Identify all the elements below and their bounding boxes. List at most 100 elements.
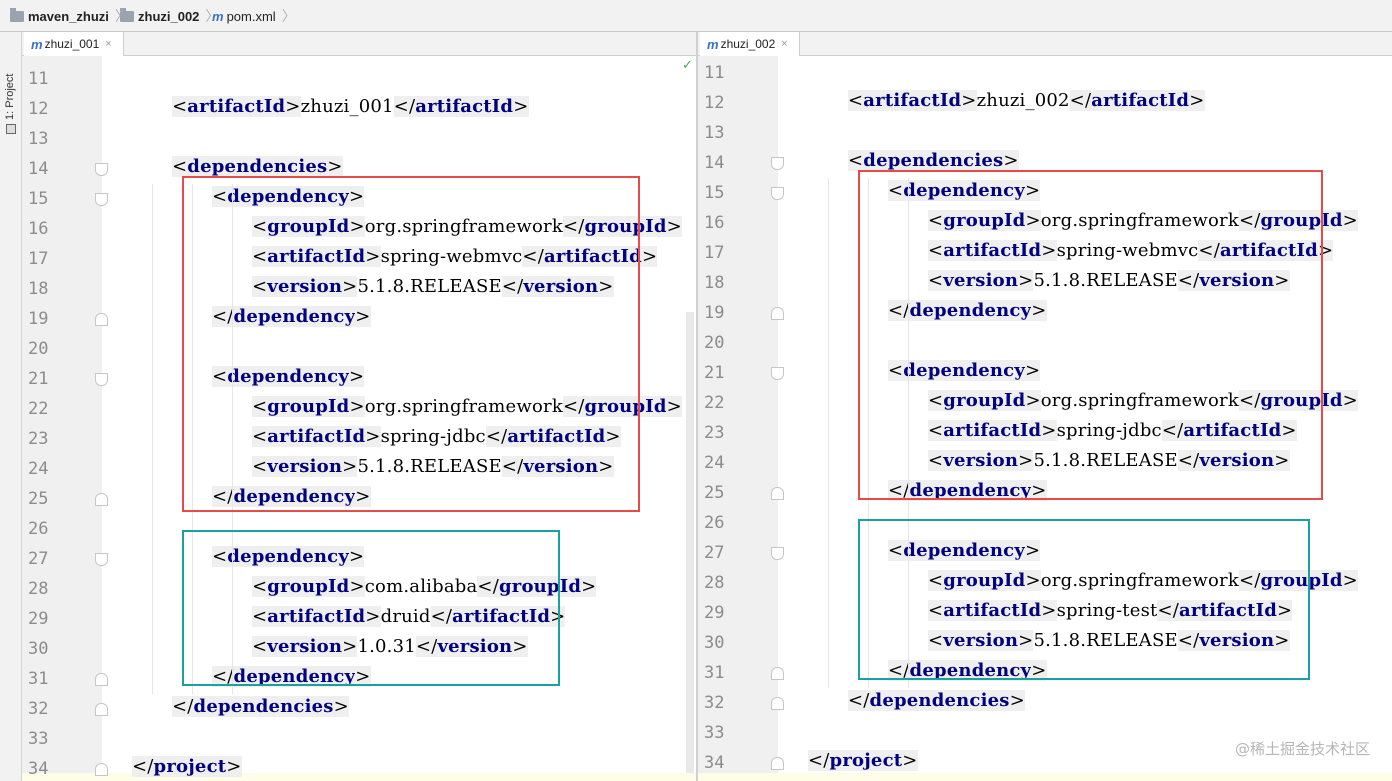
code-line[interactable]: 26: [22, 514, 696, 544]
fold-marker-icon[interactable]: [771, 367, 784, 380]
code-line[interactable]: 15<dependency>: [698, 178, 1392, 208]
module-folder-icon: [10, 7, 24, 22]
fold-marker-icon[interactable]: [95, 763, 108, 776]
code-line[interactable]: 11: [698, 58, 1392, 88]
code-line[interactable]: 30<version>1.0.31</version>: [22, 634, 696, 664]
code-line[interactable]: 14<dependencies>: [698, 148, 1392, 178]
code-line[interactable]: 30<version>5.1.8.RELEASE</version>: [698, 628, 1392, 658]
code-line[interactable]: 20: [22, 334, 696, 364]
code-line[interactable]: 31</dependency>: [698, 658, 1392, 688]
fold-marker-icon[interactable]: [95, 163, 108, 176]
code-line[interactable]: 19</dependency>: [698, 298, 1392, 328]
inspection-ok-icon[interactable]: ✓: [682, 58, 693, 73]
fold-marker-icon[interactable]: [771, 187, 784, 200]
code-line[interactable]: 23<artifactId>spring-jdbc</artifactId>: [698, 418, 1392, 448]
code-line[interactable]: 24<version>5.1.8.RELEASE</version>: [22, 454, 696, 484]
fold-marker-icon[interactable]: [771, 667, 784, 680]
code-line[interactable]: 21 <dependency>: [698, 358, 1392, 388]
code-line[interactable]: 11: [22, 64, 696, 94]
line-number: 26: [704, 513, 725, 533]
xml-tag-name: artifactId: [1179, 600, 1278, 621]
code-line[interactable]: 17<artifactId>spring-webmvc</artifactId>: [698, 238, 1392, 268]
breadcrumb-item-pom-xml[interactable]: m pom.xml 〉: [212, 8, 296, 24]
fold-marker-icon[interactable]: [771, 307, 784, 320]
line-number: 13: [28, 129, 49, 149]
code-text: <dependency>: [888, 360, 1041, 384]
line-number: 24: [704, 453, 725, 473]
close-icon[interactable]: ×: [105, 38, 112, 50]
code-line[interactable]: 15<dependency>: [22, 184, 696, 214]
fold-marker-icon[interactable]: [95, 373, 108, 386]
code-line[interactable]: 25</dependency>: [22, 484, 696, 514]
line-number: 16: [28, 219, 49, 239]
breadcrumb-item-maven-zhuzi[interactable]: maven_zhuzi 〉: [10, 6, 129, 26]
fold-marker-icon[interactable]: [771, 757, 784, 770]
fold-marker-icon[interactable]: [771, 157, 784, 170]
code-line[interactable]: 34</project>: [22, 754, 696, 781]
code-line[interactable]: 32</dependencies>: [22, 694, 696, 724]
code-line[interactable]: 19</dependency>: [22, 304, 696, 334]
code-line[interactable]: 27<dependency>: [22, 544, 696, 574]
breadcrumb-item-zhuzi-002[interactable]: zhuzi_002 〉: [120, 6, 219, 26]
code-line[interactable]: 29<artifactId>druid</artifactId>: [22, 604, 696, 634]
code-line[interactable]: 31</dependency>: [22, 664, 696, 694]
code-line[interactable]: 23<artifactId>spring-jdbc</artifactId>: [22, 424, 696, 454]
code-line[interactable]: 28<groupId>com.alibaba</groupId>: [22, 574, 696, 604]
code-area[interactable]: [778, 56, 1392, 781]
code-text: <version>5.1.8.RELEASE</version>: [252, 456, 614, 480]
code-text: </project>: [132, 756, 242, 780]
code-line[interactable]: 12<artifactId>zhuzi_001</artifactId>: [22, 94, 696, 124]
line-number: 21: [704, 363, 725, 383]
vertical-scrollbar[interactable]: [686, 312, 694, 781]
splitter[interactable]: [696, 32, 698, 781]
xml-tag-name: version: [523, 456, 599, 477]
code-line[interactable]: 16<groupId>org.springframework</groupId>: [22, 214, 696, 244]
xml-text: druid: [380, 606, 431, 627]
fold-marker-icon[interactable]: [771, 547, 784, 560]
fold-marker-icon[interactable]: [95, 553, 108, 566]
code-line[interactable]: 22<groupId>org.springframework</groupId>: [22, 394, 696, 424]
code-line[interactable]: 13: [22, 124, 696, 154]
fold-marker-icon[interactable]: [95, 673, 108, 686]
code-line[interactable]: 21<dependency>: [22, 364, 696, 394]
code-line[interactable]: 13: [698, 118, 1392, 148]
xml-bracket: >: [598, 276, 614, 297]
code-line[interactable]: 34</project>: [698, 748, 1392, 778]
code-line[interactable]: 27<dependency>: [698, 538, 1392, 568]
code-line[interactable]: 12<artifactId>zhuzi_002</artifactId>: [698, 88, 1392, 118]
fold-marker-icon[interactable]: [95, 703, 108, 716]
code-line[interactable]: 26: [698, 508, 1392, 538]
close-icon[interactable]: ×: [781, 38, 788, 50]
code-line[interactable]: 18<version>5.1.8.RELEASE</version>: [22, 274, 696, 304]
code-line[interactable]: 18<version>5.1.8.RELEASE</version>: [698, 268, 1392, 298]
tab-zhuzi-002[interactable]: m zhuzi_002 ×: [700, 32, 800, 56]
fold-marker-icon[interactable]: [95, 193, 108, 206]
fold-marker-icon[interactable]: [771, 697, 784, 710]
code-line[interactable]: 20: [698, 328, 1392, 358]
xml-tag-name: version: [523, 276, 599, 297]
xml-bracket: >: [1003, 150, 1019, 171]
code-line[interactable]: 33: [698, 718, 1392, 748]
code-line[interactable]: 14<dependencies>: [22, 154, 696, 184]
fold-marker-icon[interactable]: [95, 493, 108, 506]
code-text: </dependencies>: [848, 690, 1025, 714]
tab-zhuzi-001[interactable]: m zhuzi_001 ×: [24, 32, 124, 56]
code-line[interactable]: 33: [22, 724, 696, 754]
code-text: <artifactId>spring-webmvc</artifactId>: [928, 240, 1334, 264]
fold-marker-icon[interactable]: [771, 487, 784, 500]
xml-tag-name: version: [943, 270, 1019, 291]
code-line[interactable]: 29<artifactId>spring-test</artifactId>: [698, 598, 1392, 628]
xml-bracket: >: [1274, 630, 1290, 651]
code-line[interactable]: 24<version>5.1.8.RELEASE</version>: [698, 448, 1392, 478]
code-line[interactable]: 25</dependency>: [698, 478, 1392, 508]
code-line[interactable]: 32</dependencies>: [698, 688, 1392, 718]
project-tool-button[interactable]: 1: Project: [4, 73, 16, 120]
xml-bracket: <: [252, 636, 268, 657]
xml-bracket: <: [212, 546, 228, 567]
indent-guide: [868, 178, 869, 688]
fold-marker-icon[interactable]: [95, 313, 108, 326]
code-line[interactable]: 17<artifactId>spring-webmvc</artifactId>: [22, 244, 696, 274]
code-line[interactable]: 28<groupId>org.springframework</groupId>: [698, 568, 1392, 598]
